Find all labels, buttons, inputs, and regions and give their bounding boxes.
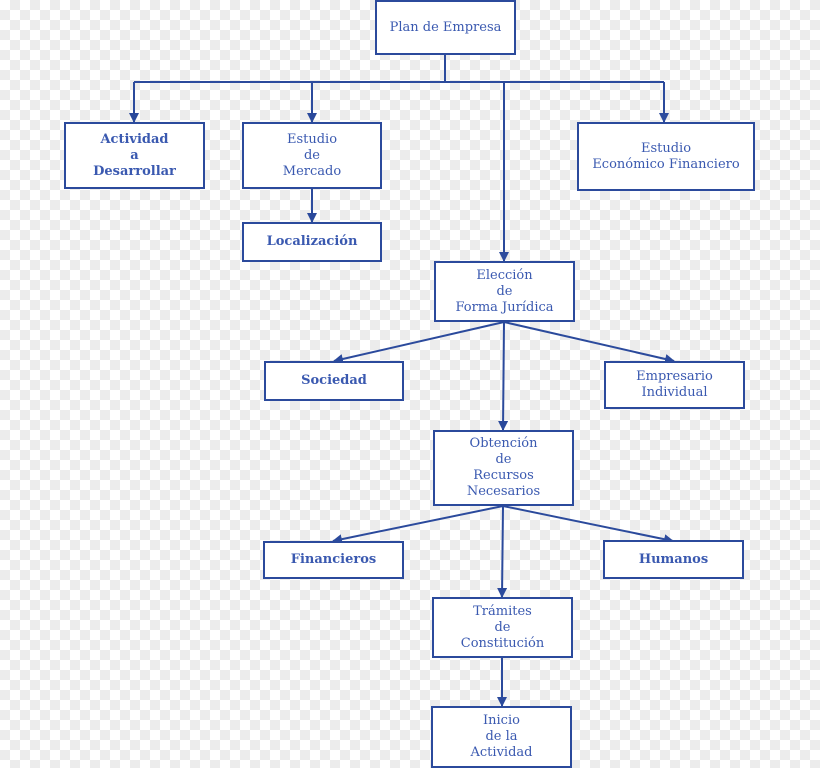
- node-humanos: Humanos: [603, 540, 744, 579]
- node-actividad-a-desarrollar: Actividad a Desarrollar: [64, 122, 205, 189]
- node-label: Financieros: [290, 552, 377, 567]
- arrow-to-obtencion: [498, 321, 509, 431]
- node-label: Sociedad: [301, 373, 367, 388]
- node-label: Estudio de Mercado: [282, 131, 342, 179]
- node-sociedad: Sociedad: [264, 361, 404, 401]
- arrow-to-sociedad: [333, 321, 505, 364]
- node-plan-de-empresa: Plan de Empresa: [375, 0, 516, 55]
- node-label: Actividad a Desarrollar: [93, 131, 176, 179]
- node-estudio-de-mercado: Estudio de Mercado: [242, 122, 382, 189]
- node-inicio-actividad: Inicio de la Actividad: [431, 706, 572, 768]
- arrow-to-humanos: [502, 505, 674, 545]
- node-tramites-constitucion: Trámites de Constitución: [432, 597, 573, 658]
- node-obtencion-recursos: Obtención de Recursos Necesarios: [433, 430, 574, 506]
- node-label: Localización: [266, 234, 358, 249]
- node-financieros: Financieros: [263, 541, 404, 579]
- node-label: Humanos: [638, 551, 709, 567]
- node-label: Estudio Económico Financiero: [592, 140, 740, 172]
- arrow-to-tramites: [497, 505, 508, 598]
- node-label: Inicio de la Actividad: [470, 713, 533, 760]
- node-label: Plan de Empresa: [389, 19, 502, 35]
- node-eleccion-forma-juridica: Elección de Forma Jurídica: [434, 261, 575, 322]
- node-label: Empresario Individual: [636, 369, 713, 400]
- arrow-to-empresario: [503, 321, 675, 364]
- node-label: Trámites de Constitución: [460, 603, 545, 651]
- node-localizacion: Localización: [242, 222, 382, 262]
- node-label: Obtención de Recursos Necesarios: [466, 436, 541, 499]
- node-empresario-individual: Empresario Individual: [604, 361, 745, 409]
- node-estudio-economico-financiero: Estudio Económico Financiero: [577, 122, 755, 191]
- arrow-to-financieros: [332, 505, 504, 545]
- node-label: Elección de Forma Jurídica: [455, 267, 554, 315]
